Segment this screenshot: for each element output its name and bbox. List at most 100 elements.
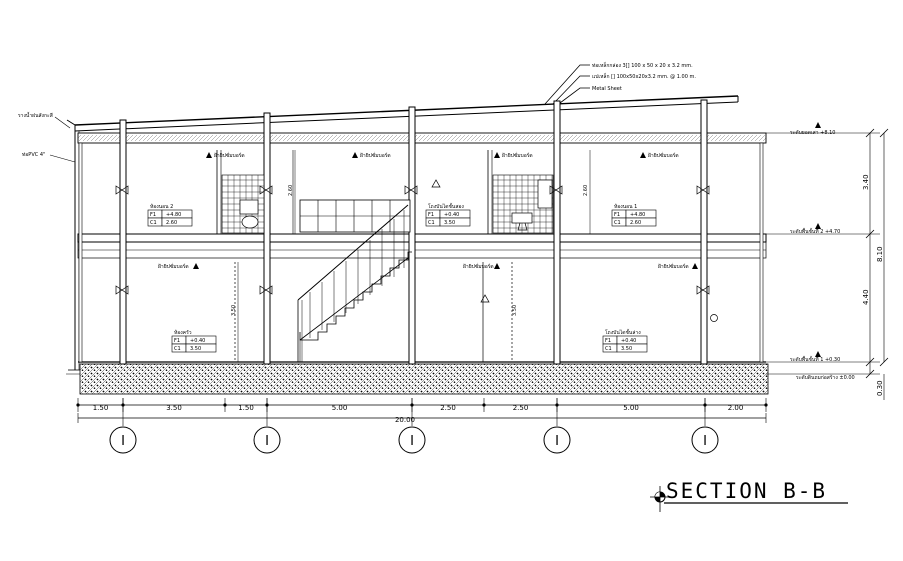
interior-dims: 2.60 2.60 3.50 3.50 [231, 150, 591, 362]
roof-note-leaders [544, 64, 590, 105]
vdim-total: 8.10 [876, 246, 884, 262]
lower-partitions [234, 262, 513, 362]
ceiling-tag: ฝ้ายิปซั่มบอร์ด [214, 152, 245, 159]
room-name: ห้องนอน 1 [614, 203, 637, 210]
ceiling-tag: ฝ้ายิปซั่มบอร์ด [158, 263, 189, 270]
level-markers-right [766, 122, 880, 375]
room-tag-key: F1 [174, 338, 180, 344]
roof-beam [77, 132, 767, 144]
dimension-label: 1.50 [238, 404, 254, 412]
stair-hall-window [299, 199, 411, 233]
vdim-plinth: 0.30 [876, 380, 884, 396]
downpipe-note: ท่อPVC 4" [22, 152, 45, 158]
overall-dimension: 20.00 [395, 416, 415, 424]
dimension-label: 2.00 [728, 404, 744, 412]
room-name: โถงบันไดชั้นสอง [428, 201, 464, 210]
level-marker [480, 294, 490, 303]
ceiling-tag: ฝ้ายิปซั่มบอร์ด [658, 263, 689, 270]
room-tag-cell [439, 217, 471, 227]
room-tag-cell [616, 343, 648, 353]
bathroom-left [221, 174, 265, 234]
room-tag-value: +0.40 [444, 212, 459, 218]
bathroom-right [492, 174, 554, 234]
room-tag-value: +4.80 [166, 212, 181, 218]
room-tag-key: C1 [174, 346, 181, 352]
grid-bubble [109, 426, 137, 454]
interior-dim: 3.50 [512, 305, 518, 316]
dimension-extension [77, 413, 767, 423]
vertical-dimensions [865, 128, 889, 400]
room-tag-value: 2.60 [630, 220, 641, 226]
dimension-dot [482, 403, 486, 407]
second-floor-slab [77, 233, 767, 259]
room-tag-value: +4.80 [630, 212, 645, 218]
dimension-label: 5.00 [623, 404, 639, 412]
roof-note-1: ท่อเหล็กกล่อง 3[] 100 x 50 x 20 x 3.2 mm… [592, 61, 693, 69]
ground-fill [79, 363, 769, 395]
room-tag-value: 3.50 [190, 346, 201, 352]
room-tag-key: F1 [614, 212, 620, 218]
horizontal-dimension-line [78, 404, 766, 419]
room-tag-value: 3.50 [621, 346, 632, 352]
room-tag-value: 3.50 [444, 220, 455, 226]
upper-partitions [216, 150, 493, 234]
grid-bubble [543, 426, 571, 454]
staircase [297, 204, 412, 362]
dimension-dot [223, 403, 227, 407]
room-tag-value: 2.60 [166, 220, 177, 226]
vdim-lower: 4.40 [862, 289, 870, 305]
door-markers [115, 185, 718, 322]
room-tag-cell [625, 217, 657, 227]
grid-bubble [691, 426, 719, 454]
ceiling-tag: ฝ้ายิปซั่มบอร์ด [502, 152, 533, 159]
room-name: ห้องครัว [174, 329, 192, 336]
grid-bubble [253, 426, 281, 454]
room-tag-key: C1 [150, 220, 157, 226]
grid-label: I [555, 434, 559, 449]
room-tag-value: +0.40 [190, 338, 205, 344]
grid-bubble [398, 426, 426, 454]
section-title: SECTION B-B [666, 479, 827, 503]
gutter-note: รางน้ำฝนสังกะสี [18, 110, 53, 119]
dimension-label: 2.50 [440, 404, 456, 412]
ceiling-tag: ฝ้ายิปซั่มบอร์ด [648, 152, 679, 159]
columns [78, 99, 764, 365]
level-marker [431, 179, 441, 188]
interior-dim: 3.50 [231, 305, 237, 316]
downpipe-leader [49, 154, 76, 163]
gutter-leader [54, 116, 71, 129]
level-label-top: ระดับยอดเสา +8.10 [790, 130, 835, 136]
interior-dim: 2.60 [583, 185, 589, 196]
dimension-dot [764, 403, 768, 407]
vdim-upper: 3.40 [862, 174, 870, 190]
room-name: ห้องนอน 2 [150, 203, 173, 210]
dimension-label: 2.50 [513, 404, 529, 412]
room-tag-key: C1 [614, 220, 621, 226]
interior-dim: 2.60 [288, 185, 294, 196]
ceiling-tag: ฝ้ายิปซั่มบอร์ด [360, 152, 391, 159]
grid-label: I [265, 434, 269, 449]
dimension-label: 5.00 [332, 404, 348, 412]
level-label-second-floor: ระดับพื้นชั้นที่ 2 +4.70 [790, 226, 840, 235]
level-label-ground: ระดับดินถมก่อสร้าง ±0.00 [796, 374, 855, 381]
room-tag-key: C1 [428, 220, 435, 226]
room-tag-value: +0.40 [621, 338, 636, 344]
room-tag-key: F1 [150, 212, 156, 218]
roof-note-2: แปเหล็ก [] 100x50x20x3.2 mm. @ 1.00 m. [592, 72, 696, 80]
grid-label: I [410, 434, 414, 449]
level-label-first-floor: ระดับพื้นชั้นที่ 1 +0.30 [790, 354, 840, 363]
dimension-label: 3.50 [166, 404, 182, 412]
roof [66, 95, 739, 132]
ceiling-tag: ฝ้ายิปซั่มบอร์ด [463, 263, 494, 270]
room-tag-key: F1 [428, 212, 434, 218]
grid-label: I [703, 434, 707, 449]
dimension-dot [76, 403, 80, 407]
